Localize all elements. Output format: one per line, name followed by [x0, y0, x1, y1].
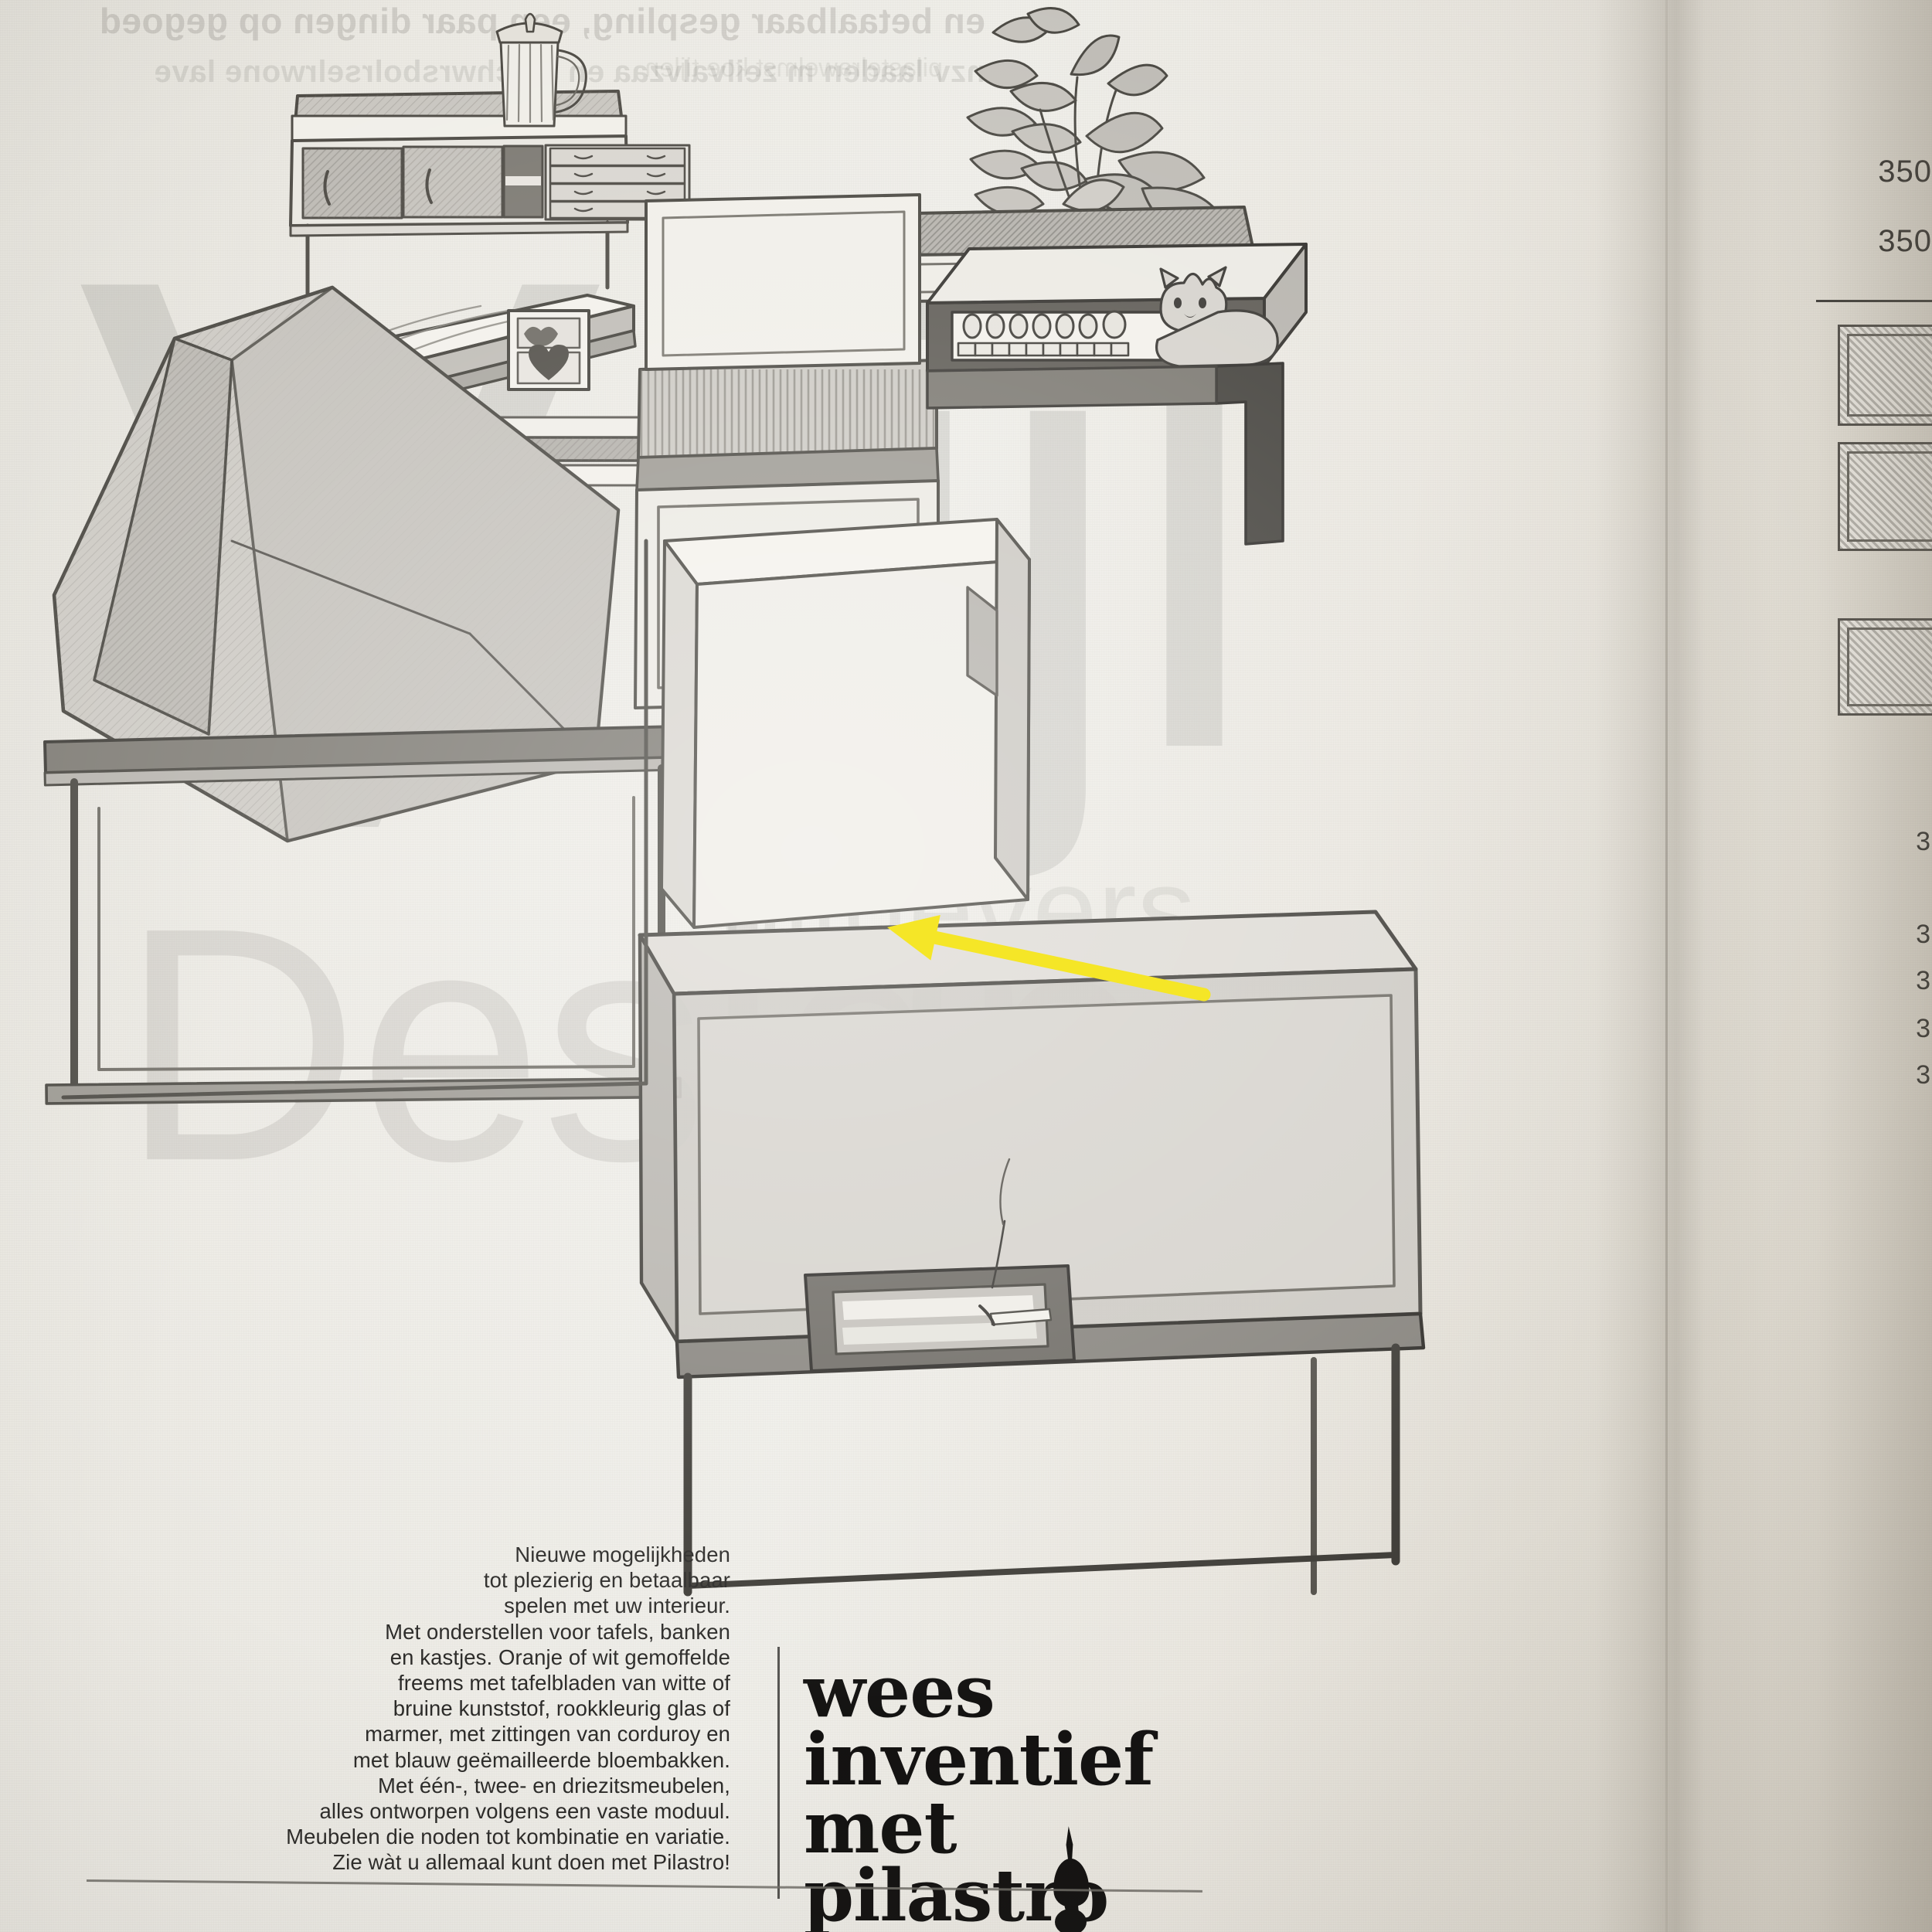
low-glass-table	[638, 910, 1426, 1597]
adjacent-catalog-page: 350 350 3 3 3 3 3	[1777, 0, 1932, 1932]
page-edge-shadow	[1816, 0, 1932, 1932]
body-copy: Nieuwe mogelijkheden tot plezierig en be…	[267, 1542, 730, 1876]
copy-line: alles ontworpen volgens een vaste moduul…	[319, 1799, 730, 1824]
catalog-digit: 3	[1916, 966, 1930, 996]
copy-line: met blauw geëmailleerde bloembakken.	[352, 1747, 730, 1772]
glass-ashtray	[804, 1158, 1076, 1372]
white-box-cabinet	[660, 518, 1031, 929]
headline-line-4: pilastro	[804, 1853, 1109, 1932]
headline-line-1: wees	[804, 1649, 995, 1733]
copy-line: Nieuwe mogelijkheden	[515, 1543, 730, 1566]
copy-line: Zie wàt u allemaal kunt doen met Pilastr…	[332, 1850, 730, 1875]
copy-line: freems met tafelbladen van witte of	[398, 1671, 730, 1696]
copy-line: Met één-, twee- en driezitsmeubelen,	[377, 1773, 730, 1798]
headline-line-3: met	[804, 1785, 957, 1869]
catalog-thumbnail	[1838, 442, 1932, 551]
catalog-digit: 3	[1916, 827, 1930, 857]
copy-line: Met onderstellen voor tafels, banken	[385, 1619, 730, 1644]
catalog-digit: 3	[1916, 920, 1930, 950]
exclamation-dot-icon	[1055, 1909, 1087, 1932]
headline-line-2: inventief	[804, 1717, 1154, 1801]
radio-hifi-unit	[926, 243, 1308, 546]
copy-line: tot plezierig en betaalbaar	[483, 1568, 730, 1593]
catalog-digit: 3	[1916, 1014, 1930, 1044]
copy-line: en kastjes. Oranje of wit gemoffelde	[389, 1645, 730, 1669]
copy-line: bruine kunststof, rookkleurig glas of	[393, 1696, 730, 1721]
copy-line: Meubelen die noden tot kombinatie en var…	[286, 1825, 730, 1849]
sleeping-cat	[1155, 266, 1279, 368]
headline-divider-rule	[777, 1647, 780, 1899]
catalog-thumbnail	[1838, 618, 1932, 716]
furniture-illustration	[43, 7, 1426, 1597]
catalog-digit: 3	[1916, 1060, 1930, 1090]
heart-motif-box	[507, 309, 590, 391]
catalog-price: 350	[1878, 155, 1932, 189]
copy-line: marmer, met zittingen van corduroy en	[365, 1722, 730, 1747]
catalog-price: 350	[1878, 224, 1932, 259]
catalog-rule	[1816, 300, 1932, 302]
page-gutter-crease	[1665, 0, 1668, 1932]
catalog-thumbnail	[1838, 325, 1932, 426]
corduroy-armchair	[43, 285, 682, 1105]
copy-line: spelen met uw interieur.	[504, 1594, 730, 1618]
sideboard-unit	[289, 90, 691, 296]
